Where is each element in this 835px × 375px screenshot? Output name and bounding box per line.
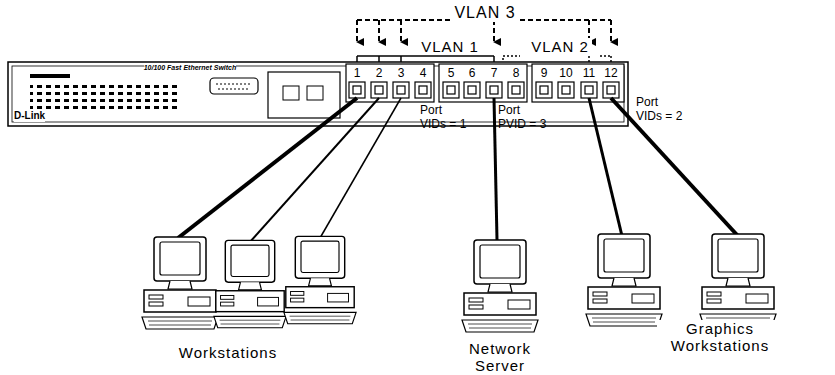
vlan-name: VLAN 1 — [418, 38, 482, 55]
port-jack — [540, 86, 548, 94]
port-socket — [393, 82, 409, 98]
port-jack — [353, 86, 361, 94]
port-number: 3 — [398, 67, 405, 81]
port-jack — [562, 86, 570, 94]
port-socket — [415, 82, 431, 98]
switch-chassis — [8, 62, 628, 126]
vlan-name: VLAN 2 — [528, 38, 592, 55]
vlan-name: VLAN 3 — [451, 4, 518, 22]
port-note: Port VIDs = 1 — [420, 104, 470, 132]
port-number: 11 — [583, 67, 595, 81]
port-number: 12 — [604, 67, 617, 81]
port-socket — [349, 82, 365, 98]
port-sockets — [349, 82, 619, 98]
port-socket — [536, 82, 552, 98]
port-note: Port PVID = 3 — [498, 104, 548, 132]
port-number: 2 — [376, 67, 383, 81]
port-socket — [508, 82, 524, 98]
port-socket — [464, 82, 480, 98]
port-number: 5 — [448, 67, 455, 81]
computers — [142, 234, 776, 332]
port-number: 8 — [513, 67, 520, 81]
port-jack — [397, 86, 405, 94]
port-number: 7 — [491, 67, 498, 81]
port-number: 4 — [420, 67, 427, 81]
port-jack — [585, 86, 593, 94]
port-jack — [490, 86, 498, 94]
brand-name: D-Link — [14, 110, 45, 122]
device-label: Workstations — [155, 344, 301, 361]
port-socket — [443, 82, 459, 98]
port-number: 10 — [559, 67, 572, 81]
port-note: Port VIDs = 2 — [636, 96, 686, 124]
port-jack — [607, 86, 615, 94]
port-socket — [371, 82, 387, 98]
port-jack — [419, 86, 427, 94]
port-number: 1 — [354, 67, 361, 81]
device-label: Graphics Workstations — [657, 320, 783, 355]
port-number: 9 — [541, 67, 548, 81]
port-number: 6 — [469, 67, 476, 81]
port-jack — [512, 86, 520, 94]
port-socket — [603, 82, 619, 98]
port-socket — [486, 82, 502, 98]
device-label: Network Server — [457, 340, 543, 375]
port-socket — [581, 82, 597, 98]
port-jack — [375, 86, 383, 94]
port-jack — [447, 86, 455, 94]
port-jack — [468, 86, 476, 94]
port-socket — [558, 82, 574, 98]
product-name: 10/100 Fast Ethernet Switch — [144, 64, 237, 72]
